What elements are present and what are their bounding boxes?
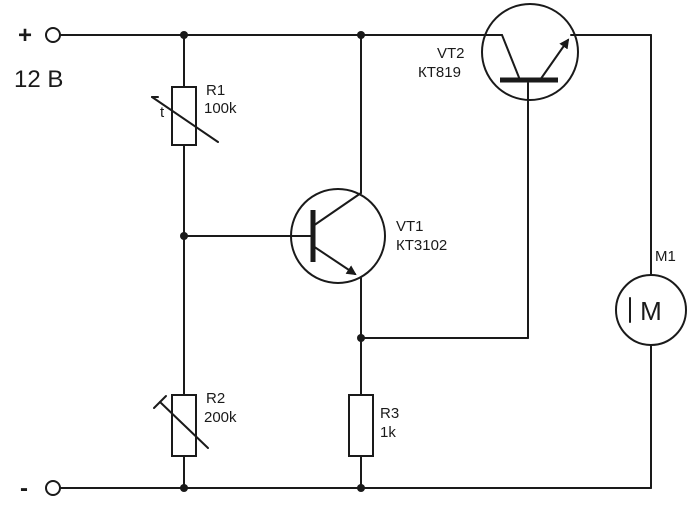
m1-ref-label: M1	[655, 248, 676, 265]
r2-trimmer-resistor[interactable]	[153, 394, 209, 457]
vt2-part-label: КТ819	[418, 64, 461, 81]
r1-temp-symbol: t	[160, 104, 165, 121]
motor-symbol: M	[640, 296, 662, 326]
junction-dot	[357, 31, 365, 39]
junction-dot	[180, 484, 188, 492]
junction-dot	[180, 31, 188, 39]
supply-voltage-label: 12 В	[14, 66, 63, 93]
r3-resistor[interactable]	[348, 394, 374, 457]
r1-ref-label: R1	[206, 82, 225, 99]
r3-value-label: 1k	[380, 424, 396, 441]
middle-branch-wires	[360, 34, 529, 489]
positive-terminal[interactable]	[45, 27, 61, 43]
vt2-transistor[interactable]	[481, 3, 579, 101]
divider-branch-wires	[183, 34, 295, 489]
r1-value-label: 100k	[204, 100, 237, 117]
junction-dot	[357, 334, 365, 342]
junction-dot	[357, 484, 365, 492]
vt1-ref-label: VT1	[396, 218, 424, 235]
r1-thermistor[interactable]	[151, 86, 219, 146]
vt1-part-label: КТ3102	[396, 237, 447, 254]
r3-ref-label: R3	[380, 405, 399, 422]
negative-terminal[interactable]	[45, 480, 61, 496]
junction-dot	[180, 232, 188, 240]
r2-value-label: 200k	[204, 409, 237, 426]
vt2-ref-label: VT2	[437, 45, 465, 62]
plus-sign: +	[18, 22, 32, 49]
minus-sign: -	[20, 475, 28, 502]
positive-rail	[59, 34, 652, 276]
vt1-transistor[interactable]	[290, 188, 386, 284]
negative-rail	[59, 344, 652, 489]
m1-motor[interactable]: M	[615, 274, 687, 346]
r2-ref-label: R2	[206, 390, 225, 407]
